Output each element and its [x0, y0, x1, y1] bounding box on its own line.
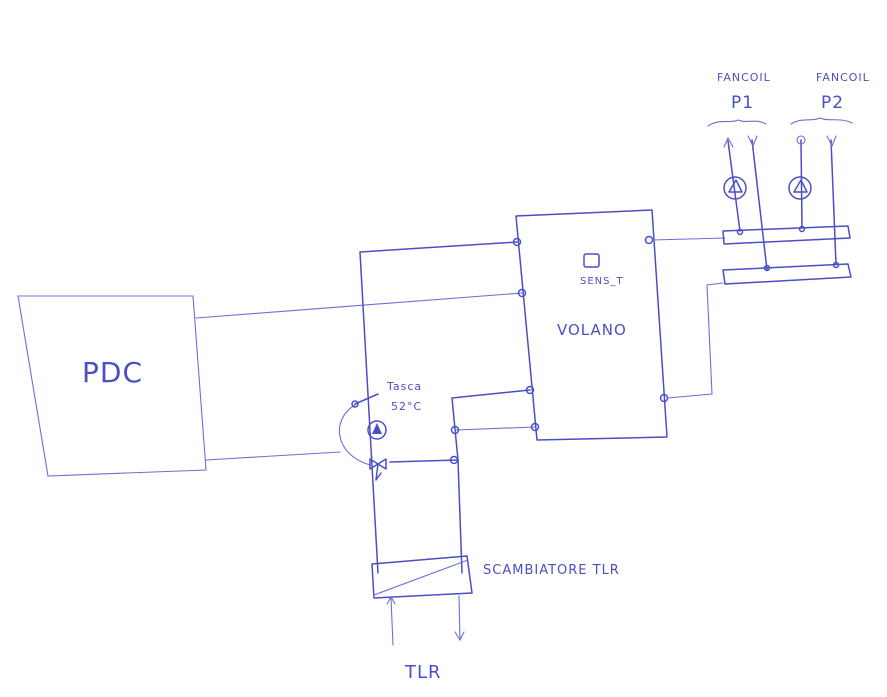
p2-brace [790, 117, 853, 125]
volano-tank [515, 209, 668, 441]
return-collector [722, 263, 852, 285]
p2-supply-line [800, 139, 803, 229]
tlr-label: TLR [404, 662, 442, 683]
collector-connections [736, 225, 840, 272]
p1-return-line [751, 139, 768, 271]
loop-lower-pipe [454, 426, 536, 431]
temp-label: 52°C [391, 400, 422, 413]
tlr-supply-line [390, 597, 394, 646]
temperature-sensor-icon [583, 253, 600, 268]
tasca-probe [354, 393, 379, 405]
pdc-label: PDC [82, 356, 143, 389]
loop-top-line [359, 241, 518, 253]
tasca-probe-tip [351, 400, 359, 408]
p2-label: P2 [821, 93, 844, 113]
volano-return-from-collector [666, 282, 724, 399]
valve-bypass-line [389, 459, 459, 463]
tasca-label: Tasca [386, 380, 422, 393]
sens-t-label: SENS_T [580, 276, 624, 287]
pdc-return-line [205, 451, 341, 461]
loop-mid-pipe [451, 389, 531, 461]
tlr-return-riser [457, 459, 463, 574]
pdc-unit [17, 295, 207, 477]
p2-pump-icon [788, 176, 812, 200]
volano-label: VOLANO [557, 321, 627, 339]
p1-label: P1 [731, 93, 754, 113]
pdc-supply-line [195, 292, 523, 319]
tlr-return-line [458, 595, 461, 641]
p1-supply-line [727, 140, 741, 232]
loop-left-riser [359, 251, 379, 574]
fancoil-2-label: FANCOIL [816, 71, 870, 84]
scambiatore-tlr-exchanger [371, 555, 473, 599]
three-way-valve-icon [369, 458, 387, 481]
flow-arrow-icon [386, 595, 396, 605]
p1-brace [707, 119, 767, 127]
volano-supply-to-collector [651, 237, 726, 241]
pump-icon [367, 420, 387, 440]
p2-return-line [830, 139, 837, 265]
scambiatore-label: SCAMBIATORE TLR [483, 563, 620, 578]
supply-collector [722, 225, 851, 245]
p1-pump-icon [723, 176, 747, 200]
tasca-loop-wire [338, 404, 371, 466]
fancoil-1-label: FANCOIL [717, 71, 771, 84]
